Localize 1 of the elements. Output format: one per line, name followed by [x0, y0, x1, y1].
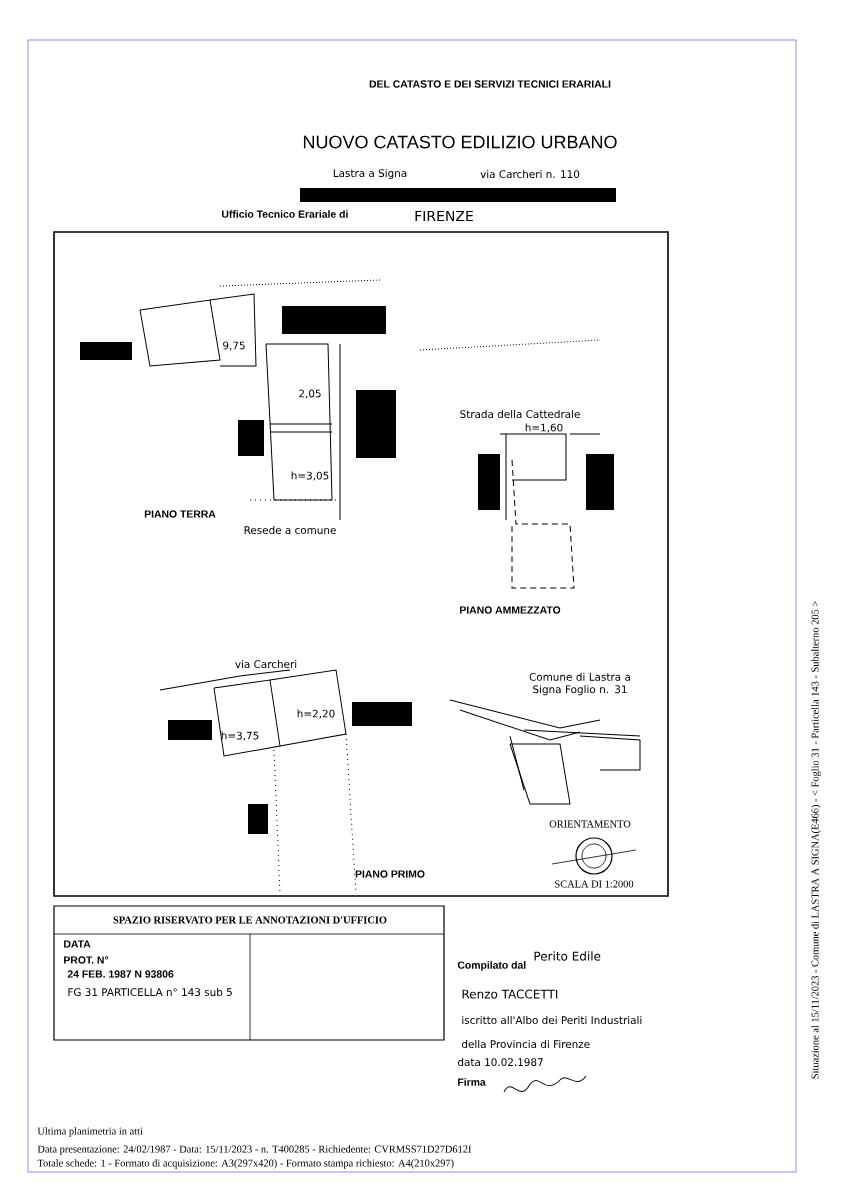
form-title: NUOVO CATASTO EDILIZIO URBANO [303, 135, 617, 149]
